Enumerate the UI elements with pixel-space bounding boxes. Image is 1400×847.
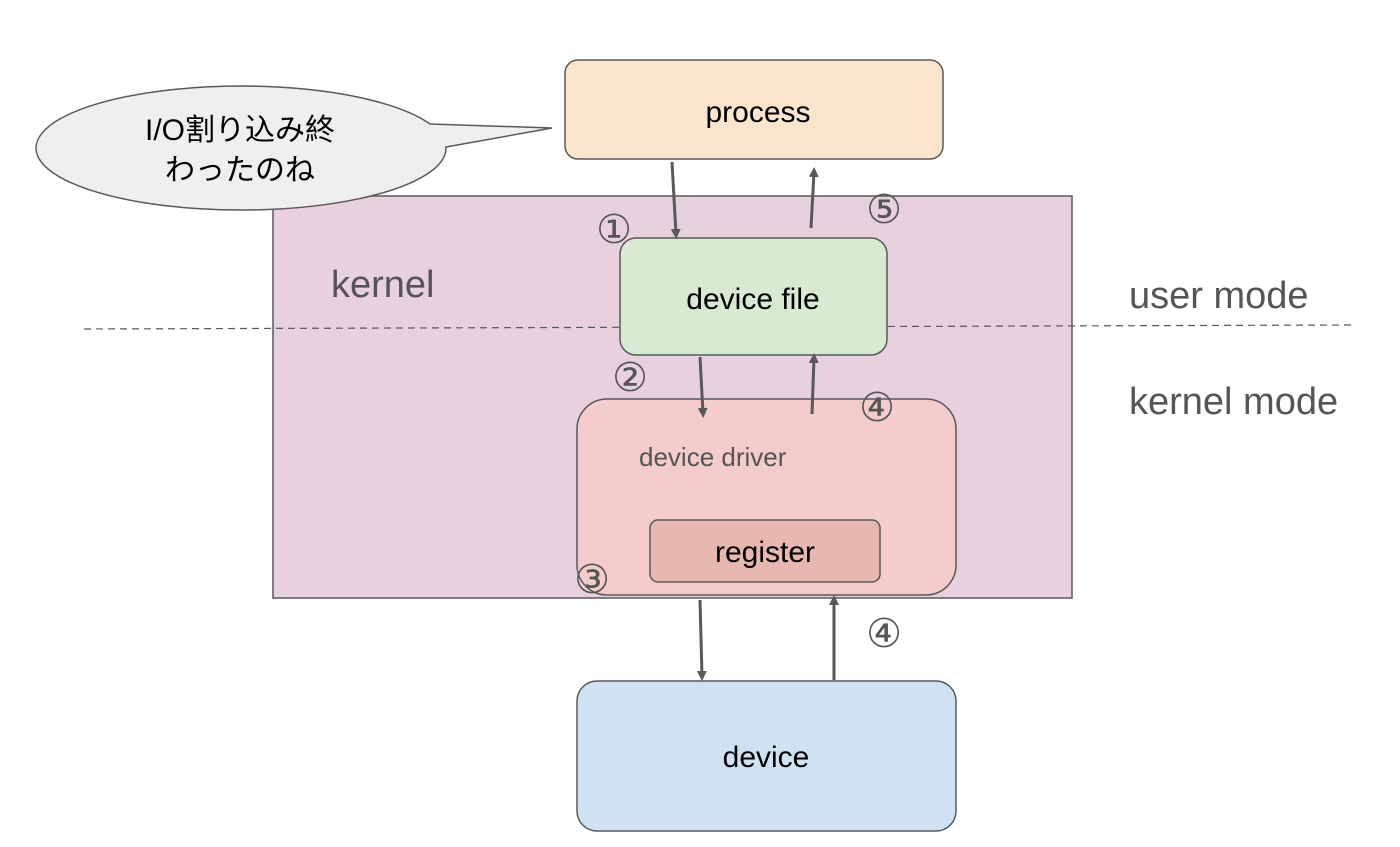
step-4-upper-label: ④ bbox=[859, 385, 895, 431]
process-box bbox=[564, 59, 944, 160]
register-box bbox=[649, 519, 881, 583]
mode-divider-line bbox=[83, 324, 1353, 330]
speech-bubble bbox=[35, 85, 553, 211]
step-2-label: ② bbox=[612, 355, 648, 401]
device-box bbox=[576, 680, 957, 832]
kernel-label: kernel bbox=[331, 264, 435, 306]
step-5-label: ⑤ bbox=[866, 187, 902, 233]
arrow-process-to-device-file bbox=[670, 161, 681, 239]
arrow-device-file-to-process bbox=[808, 167, 819, 229]
kernel-mode-label: kernel mode bbox=[1129, 381, 1338, 423]
arrow-driver-to-device-file bbox=[808, 353, 819, 415]
device-driver-label: device driver bbox=[639, 442, 787, 472]
step-1-label: ① bbox=[596, 207, 632, 253]
register-label: register bbox=[715, 536, 815, 569]
device-file-label: device file bbox=[686, 283, 819, 316]
process-label: process bbox=[705, 96, 810, 129]
speech-bubble-line-2: わったのね bbox=[165, 154, 315, 187]
step-4-lower-label: ④ bbox=[866, 611, 902, 657]
step-3-label: ③ bbox=[574, 557, 610, 603]
speech-bubble-line-1: I/O割り込み終 bbox=[145, 114, 335, 147]
device-label: device bbox=[723, 741, 810, 774]
arrow-driver-to-device bbox=[696, 599, 707, 681]
device-file-box bbox=[619, 237, 888, 356]
arrow-device-file-to-driver bbox=[697, 356, 708, 418]
user-mode-label: user mode bbox=[1129, 275, 1309, 317]
